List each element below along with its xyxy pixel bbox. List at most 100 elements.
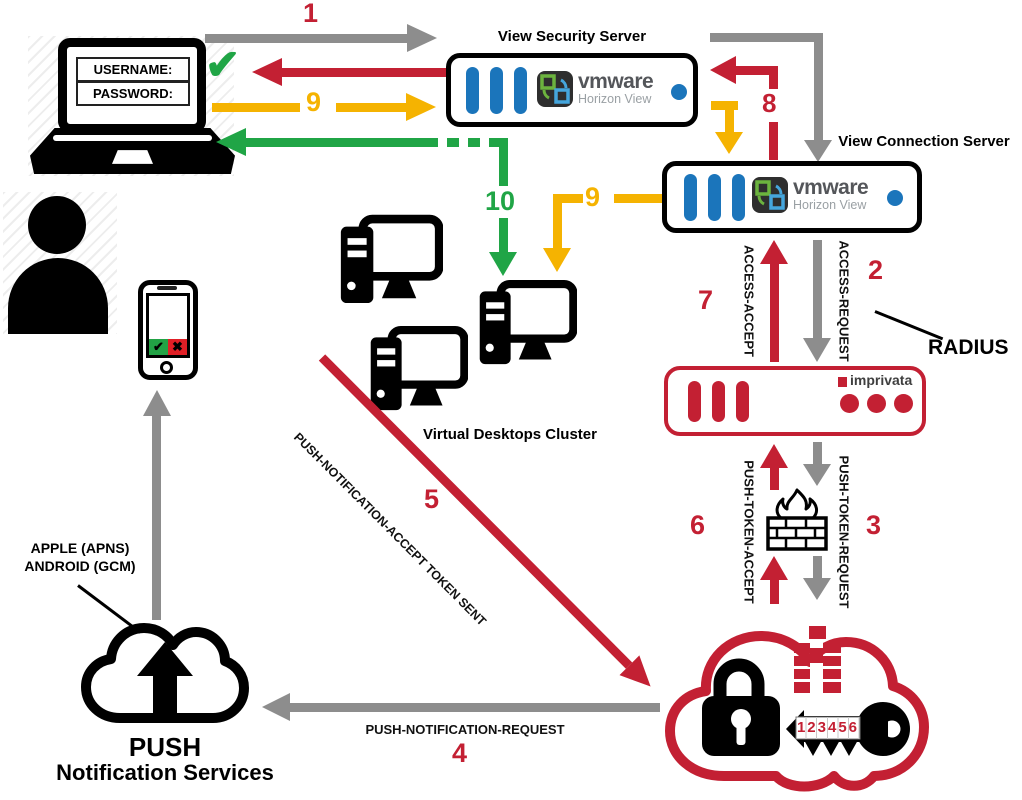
user-body [8,258,108,334]
security-server-bar [466,67,479,114]
arrow-push-to-phone-shaft [152,416,161,620]
arrow-sec-to-conn-v [814,33,823,140]
connection-server-led [887,190,903,206]
access-accept-label: ACCESS-ACCEPT [741,245,757,357]
arrow-8-shaft-v1 [769,75,778,89]
arrow-sec-to-conn-head [804,140,832,162]
vmware-wordmark: vmware Horizon View [793,176,869,212]
laptop-touchpad [112,150,153,164]
phone-home-button [160,361,173,374]
arrow-10-shaft-top [499,138,508,186]
arrow-sec-conn-yellow-h [711,101,738,110]
arrow-1-shaft [205,34,407,43]
horizon-view-text: Horizon View [793,198,867,212]
connection-server-bar [732,174,745,221]
imprivata-server-bar [712,381,725,422]
imprivata-logo-icon [838,373,847,387]
step-9a-label: 9 [306,87,322,117]
arrow-5 [318,354,661,697]
arrow-sec-conn-yellow-v [725,101,734,132]
push-notification-accept-label: PUSH-NOTIFICATION-ACCEPT TOKEN SENT [291,430,489,629]
imprivata-led [867,394,886,413]
flame-icon [775,488,819,520]
imprivata-mark-icon [794,626,841,694]
arrow-7-head [760,240,788,264]
arrow-auth-ok-shaft [282,68,448,77]
desktop-pc-icon [370,326,468,411]
arrow-9a-shaft-right [336,103,406,112]
step-1-label: 1 [303,0,319,28]
arrow-4-head [262,693,290,721]
push-services-cloud [81,623,249,723]
arrow-sec-to-conn-h [710,33,823,42]
arrow-10-shaft-bottom [499,218,508,252]
arrow-session-dashed [426,138,508,147]
arrow-auth-ok-head [252,58,282,86]
arrow-push-to-phone-head [143,390,171,416]
step-3-label: 3 [866,510,882,540]
upload-arrow-icon [137,642,193,718]
security-server-led [671,84,687,100]
step-8-label: 8 [762,88,777,118]
padlock-keyhole [731,709,751,729]
arrow-sec-conn-yellow-head [715,132,743,154]
arrow-2-head [803,338,831,362]
push-notification-request-label: PUSH-NOTIFICATION-REQUEST [365,722,565,737]
apns-label: APPLE (APNS) [30,540,130,556]
push-token-request-label: PUSH-TOKEN-REQUEST [836,455,852,609]
arrow-4-shaft [290,703,660,712]
arrow-9a-head [406,93,436,121]
arrow-6-shaft-top [770,468,779,490]
phone-decline-button: ✖ [168,339,187,355]
push-cloud-title-line2: Notification Services [56,760,274,785]
arrow-7-shaft [770,264,779,362]
gcm-label: ANDROID (GCM) [24,558,136,574]
desktop-pc-icon [340,214,443,304]
phone-accept-button: ✔ [149,339,168,355]
connection-server-box [662,161,922,233]
laptop-base [30,128,235,174]
vmware-logo-icon [537,71,573,107]
vmware-wordmark: vmware Horizon View [578,71,654,106]
connection-server-bar [708,174,721,221]
imprivata-led [894,394,913,413]
radius-label: RADIUS [928,336,1009,359]
arrow-6-shaft-bottom [770,580,779,604]
imprivata-server-bar [736,381,749,422]
laptop-deck-line [52,135,213,142]
security-server-bar [514,67,527,114]
arrow-6-head-top [760,444,788,468]
arrow-9b-head [543,248,571,272]
padlock-shackle [713,658,765,698]
push-token-accept-label: PUSH-TOKEN-ACCEPT [741,460,757,604]
arrow-9b-shaft-h1 [553,194,583,203]
arrow-1-head [407,24,437,52]
password-field: PASSWORD: [76,81,190,106]
step-2-label: 2 [868,255,884,285]
desktop-pc-icon [479,280,577,365]
imprivata-server-bar [688,381,701,422]
access-request-label: ACCESS-REQUEST [836,240,852,362]
vmware-logo-icon [752,177,788,213]
arrow-9b-shaft-v [553,194,562,248]
username-field: USERNAME: [76,57,190,82]
login-success-check-icon: ✔ [205,41,241,88]
step-6-label: 6 [690,510,706,540]
connection-server-title: View Connection Server [838,133,1010,150]
arrow-3-shaft-top [813,442,822,464]
arrow-10-head [489,252,517,276]
otp-digits: 123456 [796,717,860,739]
horizon-view-text: Horizon View [578,92,652,106]
arrow-2-shaft [813,240,822,338]
arrow-8-shaft-v2 [769,122,778,160]
arrow-8-head [710,56,736,84]
phone-speaker [157,286,177,290]
arrow-session-shaft [246,138,426,147]
vmware-brand-text: vmware [793,176,869,199]
imprivata-led [840,394,859,413]
step-9b-label: 9 [585,182,601,212]
firewall-icon [766,488,828,551]
security-server-bar [490,67,503,114]
arrow-9b-shaft-h2 [614,194,662,203]
